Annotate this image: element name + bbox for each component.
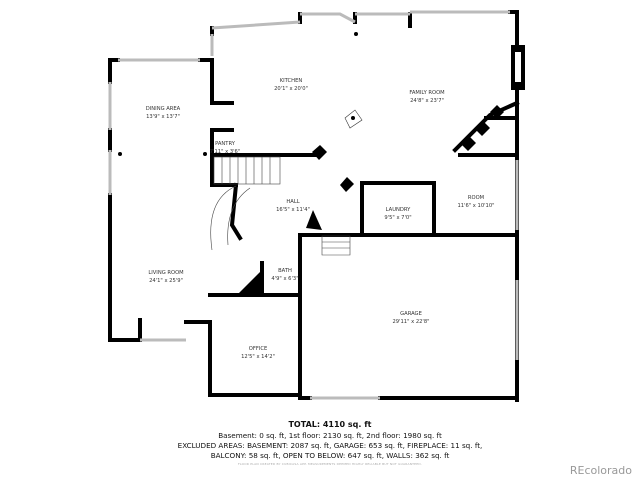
room-name-room: ROOM (468, 195, 484, 201)
room-name-family-room: FAMILY ROOM (409, 90, 444, 96)
stairs (210, 156, 351, 256)
excluded-areas-cont: BALCONY: 58 sq. ft, OPEN TO BELOW: 647 s… (210, 451, 450, 460)
chimney-block (312, 145, 327, 160)
room-size-kitchen: 20'1" x 20'0" (274, 86, 308, 92)
room-name-hall: HALL (286, 199, 299, 205)
room-size-garage: 29'11" x 22'8" (392, 319, 429, 325)
room-name-kitchen: KITCHEN (280, 78, 303, 84)
room-size-laundry: 9'5" x 7'0" (384, 215, 411, 221)
room-name-pantry: PANTRY (215, 141, 236, 147)
room-name-laundry: LAUNDRY (386, 207, 412, 213)
room-name-living-room: LIVING ROOM (148, 270, 183, 276)
windows (108, 10, 519, 400)
credit-note: FLOOR PLAN CREATED BY CUBICASA APP. MEAS… (237, 462, 423, 466)
room-size-pantry: 7'11" x 3'6" (210, 149, 241, 155)
room-name-garage: GARAGE (400, 311, 422, 317)
walls (108, 10, 520, 402)
room-name-bath: BATH (278, 268, 292, 274)
room-size-dining-area: 13'9" x 13'7" (146, 114, 180, 120)
room-name-office: OFFICE (249, 346, 267, 352)
room-size-family-room: 24'8" x 23'7" (410, 98, 444, 104)
excluded-areas: EXCLUDED AREAS: BASEMENT: 2087 sq. ft, G… (177, 441, 483, 450)
brand-logo: REcolorado (569, 464, 632, 477)
room-size-living-room: 24'1" x 25'9" (149, 278, 183, 284)
floor-areas: Basement: 0 sq. ft, 1st floor: 2130 sq. … (218, 431, 442, 440)
room-size-hall: 16'5" x 11'4" (276, 207, 310, 213)
fixtures (118, 32, 525, 296)
room-size-bath: 4'9" x 6'3" (271, 276, 298, 282)
room-labels: KITCHEN 20'1" x 20'0" FAMILY ROOM 24'8" … (146, 78, 495, 360)
room-size-office: 12'5" x 14'2" (241, 354, 275, 360)
room-name-dining-area: DINING AREA (146, 106, 181, 112)
room-size-room: 11'6" x 10'10" (457, 203, 494, 209)
total-area: TOTAL: 4110 sq. ft (288, 420, 372, 429)
